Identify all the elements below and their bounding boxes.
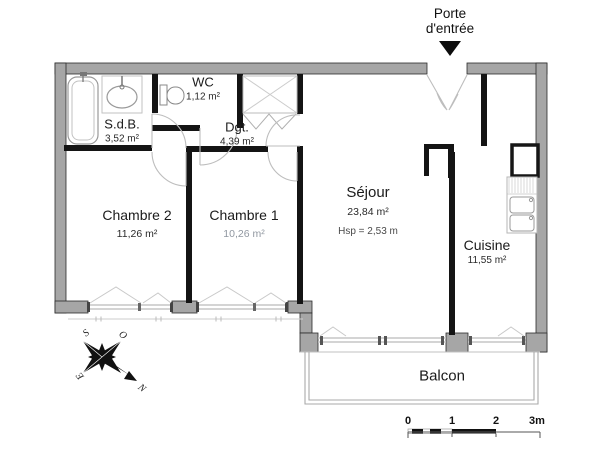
compass-rose-icon: S O E N — [74, 328, 149, 396]
room-name-sejour: Séjour — [346, 184, 390, 202]
room-name-chambre2: Chambre 2 — [102, 206, 172, 223]
balcony-outline — [300, 351, 540, 405]
compass-south-label: S — [81, 328, 92, 340]
room-area-sdb: 3,52 m² — [105, 133, 139, 145]
room-area-sejour: 23,84 m² — [347, 205, 389, 218]
room-name-cuisine: Cuisine — [463, 237, 511, 254]
toilet-icon — [159, 84, 185, 106]
bathtub-icon — [67, 72, 99, 145]
washbasin-icon — [101, 75, 143, 114]
scale-tick-2: 2 — [493, 415, 499, 427]
outer-walls — [54, 62, 548, 353]
room-area-chambre2: 11,26 m² — [116, 227, 158, 240]
entry-door-label-line2: d'entrée — [425, 21, 475, 36]
windows — [68, 286, 526, 345]
entry-arrow-icon — [439, 41, 461, 56]
entry-duct — [424, 144, 454, 178]
kitchen-sink-icon — [506, 176, 538, 234]
entry-door-label-line1: Porte — [433, 5, 467, 21]
room-area-chambre1: 10,26 m² — [223, 227, 265, 240]
room-area-cuisine: 11,55 m² — [467, 254, 507, 266]
kitchen-duct — [510, 143, 540, 178]
room-ceiling-height-sejour: Hsp = 2,53 m — [338, 225, 398, 237]
interior-walls — [64, 74, 487, 335]
room-label-balcon: Balcon — [419, 367, 465, 386]
room-label-chambre2: Chambre 2 11,26 m² — [102, 206, 172, 240]
closet-icon — [242, 75, 298, 130]
door-swings — [151, 74, 468, 187]
compass-west-label: O — [116, 329, 128, 342]
room-name-chambre1: Chambre 1 — [209, 206, 279, 223]
room-area-wc: 1,12 m² — [186, 91, 220, 103]
room-label-chambre1: Chambre 1 10,26 m² — [209, 206, 279, 240]
scale-tick-0: 0 — [405, 415, 411, 427]
room-name-dgt: Dgt. — [225, 119, 249, 135]
room-label-cuisine: Cuisine 11,55 m² — [463, 237, 511, 266]
room-name-sdb: S.d.B. — [104, 116, 140, 132]
scale-tick-1: 1 — [449, 415, 455, 427]
scale-tick-3m: 3m — [529, 415, 545, 427]
room-name-balcon: Balcon — [419, 367, 465, 385]
entry-door-label: Porte d'entrée — [426, 6, 474, 36]
room-label-sdb: S.d.B. 3,52 m² — [104, 116, 140, 145]
room-area-dgt: 4,39 m² — [220, 136, 254, 148]
scale-bar: 0 1 2 3m — [405, 415, 545, 438]
room-label-wc: WC 1,12 m² — [186, 74, 220, 103]
compass-north-label: N — [135, 381, 149, 395]
room-name-wc: WC — [192, 74, 214, 90]
room-label-sejour: Séjour 23,84 m² Hsp = 2,53 m — [338, 184, 398, 237]
room-label-dgt: Dgt. 4,39 m² — [220, 119, 254, 148]
compass-east-label: E — [74, 370, 87, 382]
